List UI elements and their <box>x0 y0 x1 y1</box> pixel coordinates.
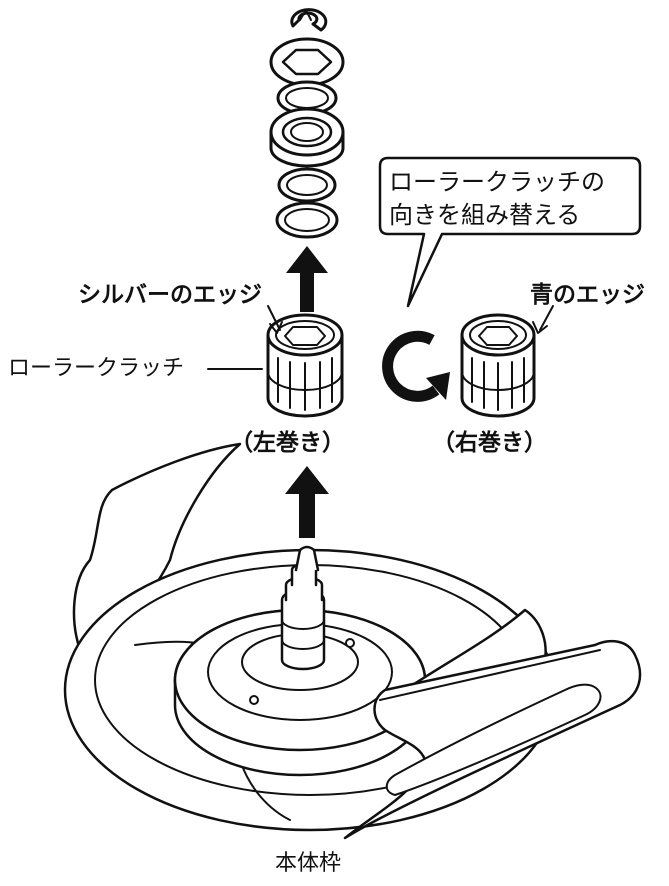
blue-edge-label: 青のエッジ <box>530 282 645 308</box>
roller-clutch-label: ローラークラッチ <box>8 356 185 381</box>
thin-washer-3 <box>275 201 339 239</box>
bearing <box>269 107 345 168</box>
e-ring-clip <box>290 8 328 32</box>
callout-text: ローラークラッチの 向きを組み替える <box>389 166 605 232</box>
callout-line-2: 向きを組み替える <box>389 201 581 229</box>
body-frame <box>63 442 642 840</box>
up-arrow-icon <box>285 466 329 538</box>
thin-washer-1 <box>276 80 338 116</box>
rotate-arrow-icon <box>382 330 450 402</box>
roller-clutch-right <box>460 313 536 418</box>
silver-edge-label: シルバーのエッジ <box>78 282 262 308</box>
body-frame-label: 本体枠 <box>275 851 342 876</box>
callout-bubble <box>378 156 642 308</box>
right-wind-label: （右巻き） <box>432 430 547 456</box>
leader-lines <box>207 305 554 370</box>
callout-line-1: ローラークラッチの <box>389 168 605 196</box>
washer-square-hole <box>269 37 345 87</box>
thin-washer-2 <box>277 167 337 203</box>
up-arrow-icon <box>286 246 328 312</box>
left-wind-label: （左巻き） <box>230 430 345 456</box>
roller-clutch-left <box>266 313 344 418</box>
